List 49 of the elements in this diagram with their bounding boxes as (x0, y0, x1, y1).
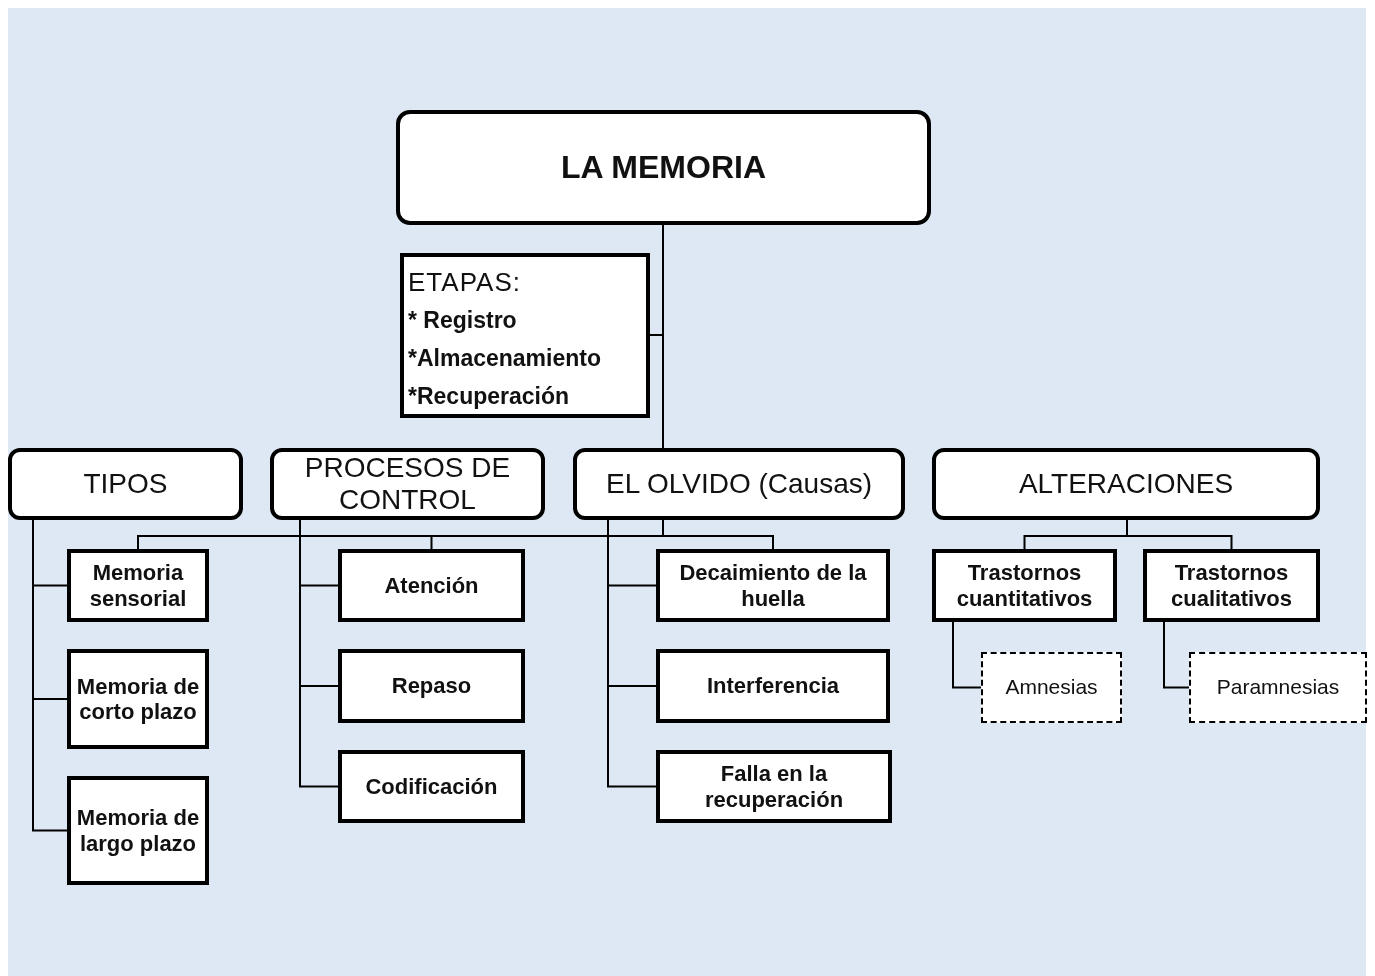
node-label: Memoria de corto plazo (75, 673, 201, 725)
node-label: Amnesias (1005, 675, 1098, 700)
subtype-box (981, 652, 1122, 723)
stage-item: *Almacenamiento (408, 344, 601, 373)
node-label: Paramnesias (1216, 675, 1340, 700)
subtype-box (1189, 652, 1367, 723)
category-box (8, 448, 243, 520)
node-label: PROCESOS DE CONTROL (303, 451, 512, 517)
node-label: TIPOS (83, 467, 168, 501)
node-label: Codificación (365, 773, 498, 800)
node-label: ALTERACIONES (1018, 467, 1234, 501)
concept-box (67, 549, 209, 622)
connector-line (952, 621, 982, 689)
concept-box (656, 549, 890, 622)
node-label: Atención (384, 572, 479, 599)
stages-box (400, 253, 650, 418)
concept-box (932, 549, 1117, 622)
concept-box (656, 649, 890, 723)
node-label: Decaimiento de la huella (678, 560, 868, 611)
stage-item: * Registro (408, 306, 517, 335)
concept-box (338, 750, 525, 823)
node-label: Trastornos cuantitativos (955, 560, 1094, 611)
category-box (270, 448, 545, 520)
node-label: Interferencia (706, 673, 840, 699)
concept-box (656, 750, 892, 823)
stage-item: *Recuperación (408, 382, 570, 411)
node-label: Repaso (391, 673, 472, 699)
node-label: LA MEMORIA (561, 149, 766, 186)
stages-heading: ETAPAS: (408, 266, 521, 299)
connector-line (649, 224, 664, 336)
node-label: Trastornos cualitativos (1169, 560, 1293, 611)
concept-box (67, 776, 209, 885)
connector-line (662, 519, 774, 550)
concept-box (67, 649, 209, 749)
node-label: Memoria sensorial (88, 560, 188, 611)
category-box (932, 448, 1320, 520)
category-box (573, 448, 905, 520)
connector-line (1163, 621, 1190, 689)
node-label: EL OLVIDO (Causas) (605, 467, 873, 501)
concept-box (1143, 549, 1320, 622)
node-label: Memoria de largo plazo (75, 805, 201, 856)
concept-box (338, 649, 525, 723)
node-label: Falla en la recuperación (703, 761, 845, 812)
connector-line (607, 519, 657, 788)
connector-line (32, 519, 68, 832)
connector-line (1126, 519, 1233, 550)
concept-box (338, 549, 525, 622)
title-box (396, 110, 931, 225)
connector-line (299, 519, 339, 788)
